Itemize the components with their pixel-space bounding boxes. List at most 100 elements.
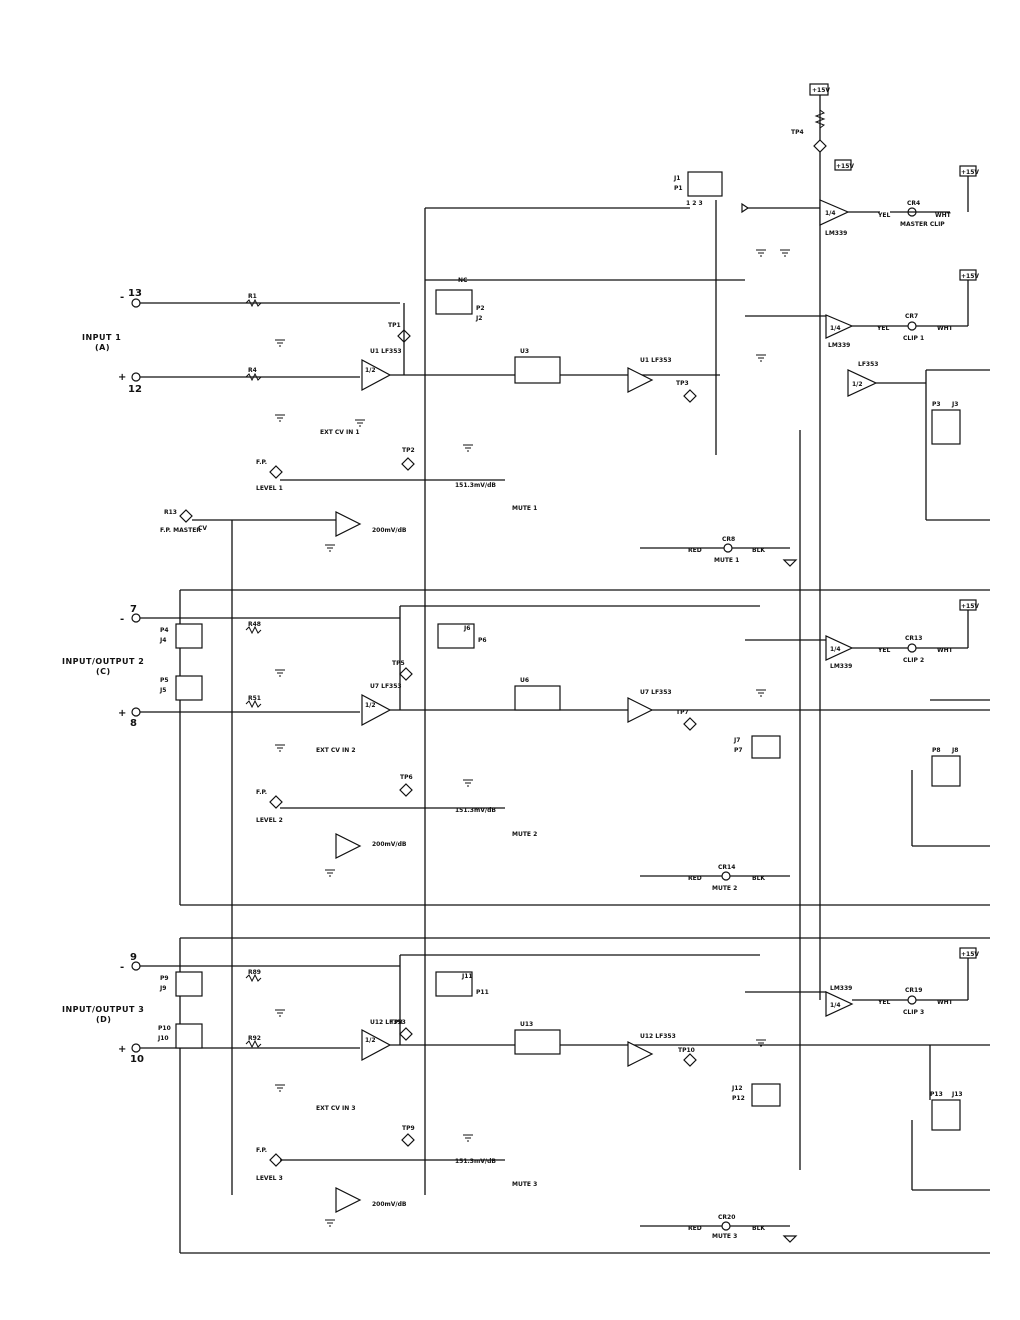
mute-switch-3: MUTE 3 xyxy=(512,1181,537,1188)
svg-text:R4: R4 xyxy=(248,367,257,374)
led-color-wht: WHT xyxy=(935,212,952,219)
svg-text:-: - xyxy=(120,962,124,973)
svg-text:P11: P11 xyxy=(476,989,489,996)
ext-cv-2: EXT CV IN 2 xyxy=(316,747,356,754)
svg-text:CR4: CR4 xyxy=(907,200,920,207)
pin-neg-3: 9 xyxy=(130,952,137,963)
input-sub-1: (A) xyxy=(95,343,110,352)
svg-text:TP7: TP7 xyxy=(676,709,689,716)
svg-text:P10: P10 xyxy=(158,1025,171,1032)
svg-text:TP8: TP8 xyxy=(390,1019,403,1026)
svg-text:+: + xyxy=(118,1044,126,1055)
svg-text:P13: P13 xyxy=(930,1091,943,1098)
svg-text:R13: R13 xyxy=(164,509,177,516)
svg-text:YEL: YEL xyxy=(876,325,889,332)
svg-text:NC: NC xyxy=(458,277,468,284)
svg-text:MUTE 1: MUTE 1 xyxy=(714,557,739,564)
svg-text:P1: P1 xyxy=(674,185,683,192)
svg-text:MUTE 3: MUTE 3 xyxy=(712,1233,737,1240)
output-opamp-top: 1/2 LF353 P3 J3 xyxy=(847,361,990,521)
input-sub-2: (C) xyxy=(96,667,111,676)
scale-1: 151.3mV/dB xyxy=(455,482,496,489)
svg-text:P12: P12 xyxy=(732,1095,745,1102)
svg-text:CR20: CR20 xyxy=(718,1214,735,1221)
svg-text:R1: R1 xyxy=(248,293,257,300)
channel-section-3: - 9 + 10 INPUT/OUTPUT 3 (D) P9 J9 P10 J1… xyxy=(62,947,990,1243)
svg-text:J1: J1 xyxy=(673,175,680,182)
svg-text:P7: P7 xyxy=(734,747,743,754)
opamp-3: U12 LF353 xyxy=(370,1019,406,1026)
scale-2: 151.3mV/dB xyxy=(455,807,496,814)
level-pot-1: LEVEL 1 xyxy=(256,485,283,492)
input-title-2: INPUT/OUTPUT 2 xyxy=(62,657,144,666)
channel-section-2: - 7 + 8 INPUT/OUTPUT 2 (C) P4 J4 P5 J5 R… xyxy=(62,599,990,892)
svg-text:J5: J5 xyxy=(159,687,166,694)
clip-3: CLIP 3 xyxy=(903,1009,924,1016)
svg-text:J6: J6 xyxy=(463,625,470,632)
svg-text:J3: J3 xyxy=(951,401,958,408)
jack-j2: P2 J2 NC xyxy=(435,277,485,322)
svg-text:J12: J12 xyxy=(731,1085,743,1092)
master-clip-section: 1/4 LM339 +15V YEL MASTER CLIP CR4 WHT +… xyxy=(741,159,979,237)
global-wiring xyxy=(179,95,990,1254)
svg-text:TP6: TP6 xyxy=(400,774,413,781)
svg-text:J7: J7 xyxy=(733,737,740,744)
pin-pos-2: 8 xyxy=(130,718,137,729)
clip-1: CLIP 1 xyxy=(903,335,924,342)
svg-text:1/4: 1/4 xyxy=(830,1002,841,1009)
svg-text:+: + xyxy=(118,708,126,719)
scale-3: 151.3mV/dB xyxy=(455,1158,496,1165)
svg-text:+15V: +15V xyxy=(961,951,979,958)
svg-text:1 2 3: 1 2 3 xyxy=(686,200,703,207)
master-clip-label: MASTER CLIP xyxy=(900,221,945,228)
svg-text:P5: P5 xyxy=(160,677,169,684)
pin-neg-1: 13 xyxy=(128,288,142,299)
svg-text:1/4: 1/4 xyxy=(830,325,841,332)
svg-text:R48: R48 xyxy=(248,621,261,628)
svg-text:P8: P8 xyxy=(932,747,941,754)
svg-text:LM339: LM339 xyxy=(830,663,852,670)
svg-text:RED: RED xyxy=(688,875,702,882)
svg-text:F.P.: F.P. xyxy=(256,789,267,796)
clip-2: CLIP 2 xyxy=(903,657,924,664)
svg-text:-: - xyxy=(120,292,124,303)
comparator-label: LM339 xyxy=(825,230,847,237)
ext-cv-1: EXT CV IN 1 xyxy=(320,429,360,436)
svg-text:CR13: CR13 xyxy=(905,635,922,642)
led-color-red: RED xyxy=(688,547,702,554)
svg-text:BLK: BLK xyxy=(752,1225,765,1232)
svg-text:1/2: 1/2 xyxy=(365,1037,376,1044)
svg-text:+15V: +15V xyxy=(961,169,979,176)
svg-text:200mV/dB: 200mV/dB xyxy=(372,527,407,534)
svg-text:J2: J2 xyxy=(475,315,482,322)
input-title-3: INPUT/OUTPUT 3 xyxy=(62,1005,144,1014)
mute-switch-1: MUTE 1 xyxy=(512,505,537,512)
opamp-1: U1 LF353 xyxy=(370,348,402,355)
svg-text:+15V: +15V xyxy=(961,603,979,610)
vca-ic-2: U6 xyxy=(520,677,529,684)
svg-text:R92: R92 xyxy=(248,1035,261,1042)
opamp-2: U7 LF353 xyxy=(370,683,402,690)
svg-text:J8: J8 xyxy=(951,747,958,754)
svg-text:LM339: LM339 xyxy=(828,342,850,349)
svg-text:P6: P6 xyxy=(478,637,487,644)
svg-text:1/4: 1/4 xyxy=(830,646,841,653)
svg-text:U12 LF353: U12 LF353 xyxy=(640,1033,676,1040)
svg-text:LM339: LM339 xyxy=(830,985,852,992)
svg-text:CR8: CR8 xyxy=(722,536,735,543)
svg-text:CV: CV xyxy=(198,525,207,532)
ground-symbols xyxy=(275,249,790,1227)
svg-text:MUTE 2: MUTE 2 xyxy=(712,885,737,892)
svg-text:P9: P9 xyxy=(160,975,169,982)
svg-text:U7 LF353: U7 LF353 xyxy=(640,689,672,696)
svg-text:J9: J9 xyxy=(159,985,166,992)
ext-cv-3: EXT CV IN 3 xyxy=(316,1105,356,1112)
svg-text:J4: J4 xyxy=(159,637,166,644)
vca-ic-3: U13 xyxy=(520,1021,533,1028)
svg-text:1/2: 1/2 xyxy=(852,381,863,388)
pin-pos-3: 10 xyxy=(130,1054,144,1065)
input-sub-3: (D) xyxy=(96,1015,111,1024)
tp4-label: TP4 xyxy=(791,129,804,136)
mute-switch-2: MUTE 2 xyxy=(512,831,537,838)
